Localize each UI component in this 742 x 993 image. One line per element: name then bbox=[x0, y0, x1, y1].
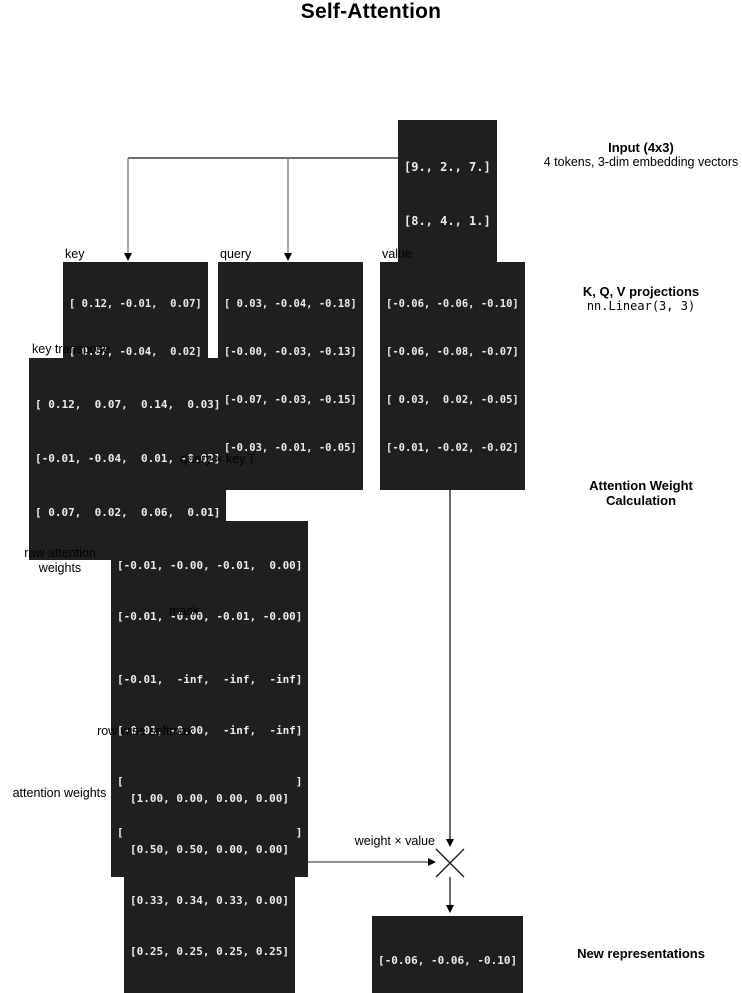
matrix-row: [-0.07, -0.03, -0.15] bbox=[224, 394, 357, 406]
wv-multiply-icon bbox=[435, 848, 465, 878]
matrix-row: [0.25, 0.25, 0.25, 0.25] bbox=[130, 945, 289, 958]
matrix-row: [ 0.07, -0.04, 0.02] bbox=[69, 346, 202, 358]
output-caption: New representations bbox=[541, 946, 741, 961]
matrix-row: [-0.01, -0.02, -0.02] bbox=[386, 442, 519, 454]
key-transpose-label: key transpose bbox=[32, 342, 110, 356]
matrix-row: [ 0.12, 0.07, 0.14, 0.03] bbox=[35, 398, 221, 411]
matrix-row: [-0.06, -0.06, -0.10] bbox=[386, 298, 519, 310]
attention-calc-caption: Attention Weight Calculation bbox=[541, 478, 741, 508]
matrix-row: [9., 2., 7.] bbox=[404, 160, 491, 174]
raw-attention-label-line1: raw attention bbox=[24, 546, 96, 560]
raw-attention-label: raw attention weights bbox=[10, 546, 110, 576]
input-to-key-query-connector bbox=[124, 157, 398, 261]
matrix-row: [-0.01, -0.04, 0.01, -0.02] bbox=[35, 452, 221, 465]
matrix-row: [-0.01, -0.00, -inf, -inf] bbox=[117, 724, 303, 737]
input-caption-title: Input (4x3) bbox=[608, 140, 674, 155]
matrix-row: [-0.01, -inf, -inf, -inf] bbox=[117, 673, 303, 686]
matrix-row: [ 0.03, 0.02, -0.05] bbox=[386, 394, 519, 406]
matrix-row: [8., 4., 1.] bbox=[404, 214, 491, 228]
matrix-row: [-0.06, -0.08, -0.07] bbox=[386, 346, 519, 358]
matrix-row: [0.50, 0.50, 0.00, 0.00] bbox=[130, 843, 289, 856]
matrix-row: [-0.01, -0.00, -0.01, 0.00] bbox=[117, 559, 303, 572]
projections-caption-title: K, Q, V projections bbox=[582, 284, 700, 299]
input-caption-sub: 4 tokens, 3-dim embedding vectors bbox=[543, 155, 739, 169]
attention-weights-label: attention weights bbox=[12, 786, 107, 800]
multiply-to-output-connector bbox=[446, 877, 454, 913]
attention-weights-matrix: [1.00, 0.00, 0.00, 0.00] [0.50, 0.50, 0.… bbox=[124, 754, 295, 993]
input-caption: Input (4x3) 4 tokens, 3-dim embedding ve… bbox=[541, 140, 741, 169]
qk-op-label: query × key.T bbox=[180, 452, 256, 466]
page-title: Self-Attention bbox=[300, 0, 442, 23]
attention-calc-line1: Attention Weight bbox=[589, 478, 693, 493]
output-matrix: [-0.06, -0.06, -0.10] [-0.06, -0.07, -0.… bbox=[372, 916, 524, 993]
matrix-row: [-0.01, -0.00, -0.01, -0.00] bbox=[117, 610, 303, 623]
matrix-row: [ 0.03, -0.04, -0.18] bbox=[224, 298, 357, 310]
key-label: key bbox=[65, 247, 85, 261]
matrix-row: [1.00, 0.00, 0.00, 0.00] bbox=[130, 792, 289, 805]
matrix-row: [0.33, 0.34, 0.33, 0.00] bbox=[130, 894, 289, 907]
matrix-row: [ 0.12, -0.01, 0.07] bbox=[69, 298, 202, 310]
projections-caption-code: nn.Linear(3, 3) bbox=[586, 299, 696, 313]
raw-attention-label-line2: weights bbox=[38, 561, 82, 575]
matrix-row: [-0.03, -0.01, -0.05] bbox=[224, 442, 357, 454]
attention-calc-line2: Calculation bbox=[605, 493, 677, 508]
matrix-row: [ 0.07, 0.02, 0.06, 0.01] bbox=[35, 506, 221, 519]
projections-caption: K, Q, V projections nn.Linear(3, 3) bbox=[541, 284, 741, 314]
matrix-row: [-0.00, -0.03, -0.13] bbox=[224, 346, 357, 358]
softmax-label: row wise softmax bbox=[97, 724, 193, 738]
value-matrix: [-0.06, -0.06, -0.10] [-0.06, -0.08, -0.… bbox=[380, 262, 525, 490]
output-caption-title: New representations bbox=[577, 946, 705, 961]
wv-op-label: weight × value bbox=[354, 834, 435, 848]
query-matrix: [ 0.03, -0.04, -0.18] [-0.00, -0.03, -0.… bbox=[218, 262, 363, 490]
query-label: query bbox=[220, 247, 252, 261]
matrix-row: [-0.06, -0.06, -0.10] bbox=[378, 954, 518, 967]
mask-label: mask bbox=[169, 604, 199, 618]
value-label: value bbox=[382, 247, 412, 261]
